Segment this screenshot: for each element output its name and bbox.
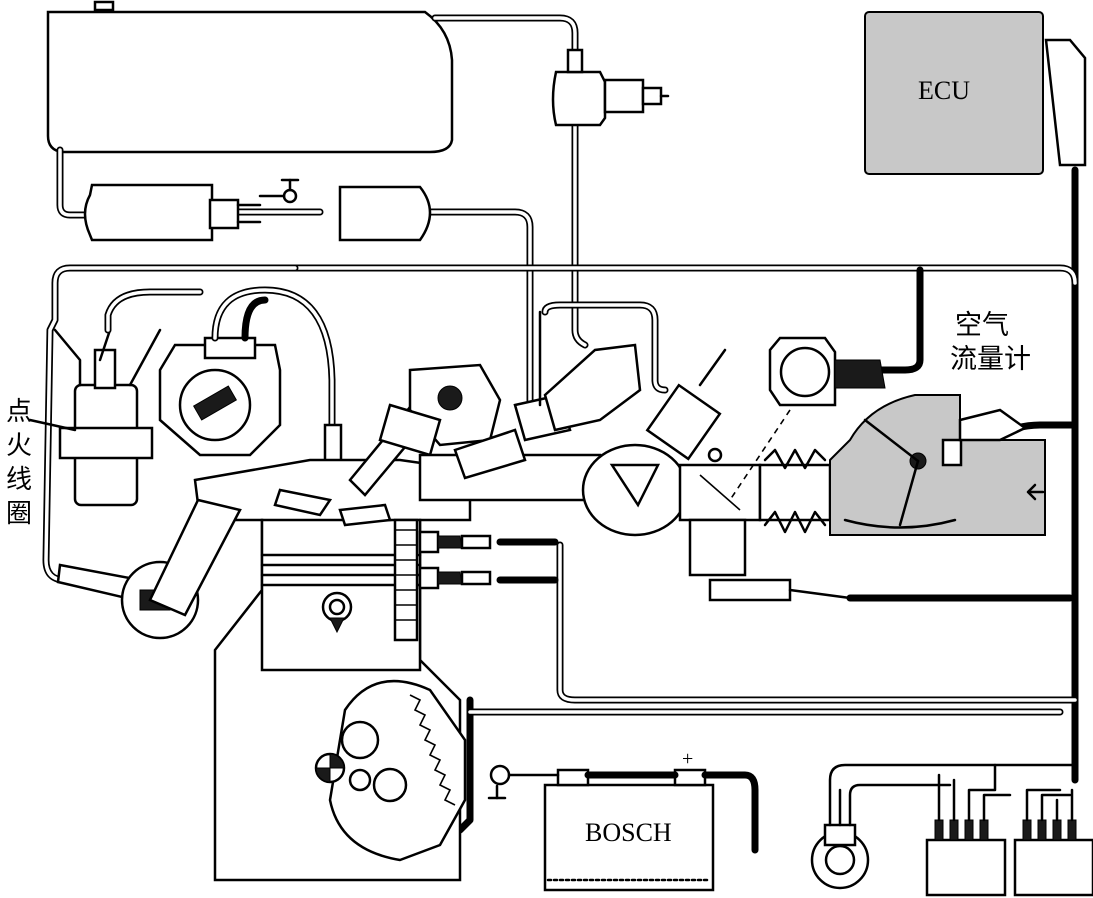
throttle-sensor bbox=[729, 336, 886, 501]
pressure-regulator bbox=[551, 48, 670, 127]
air-flow-meter-label-line1: 空气 bbox=[955, 310, 1009, 340]
flywheel bbox=[314, 679, 467, 862]
ecu-label: ECU bbox=[918, 76, 970, 105]
ignition-coil-label: 点火线圈 bbox=[5, 397, 32, 528]
battery bbox=[487, 764, 759, 892]
ignition-coil bbox=[28, 288, 204, 507]
valves bbox=[273, 363, 502, 527]
battery-positive-sign: + bbox=[682, 748, 694, 770]
plenum bbox=[581, 348, 852, 602]
temp-sensors bbox=[418, 530, 492, 590]
intake-manifold bbox=[418, 301, 669, 502]
air-flow-meter-label-line2: 流量计 bbox=[950, 344, 1031, 374]
fuel-filter bbox=[338, 185, 432, 242]
air-bellows bbox=[758, 448, 832, 534]
idle-actuator bbox=[810, 763, 1077, 890]
wiring-harness bbox=[42, 264, 1079, 834]
air-flow-meter bbox=[829, 394, 1046, 536]
distributor bbox=[158, 286, 336, 457]
injector-connectors bbox=[925, 763, 1093, 897]
ecu-box bbox=[864, 11, 1087, 784]
battery-label: BOSCH bbox=[585, 818, 672, 847]
fuel-lines bbox=[56, 14, 589, 416]
fuel-pump bbox=[83, 178, 300, 242]
fuel-tank bbox=[46, 0, 454, 154]
